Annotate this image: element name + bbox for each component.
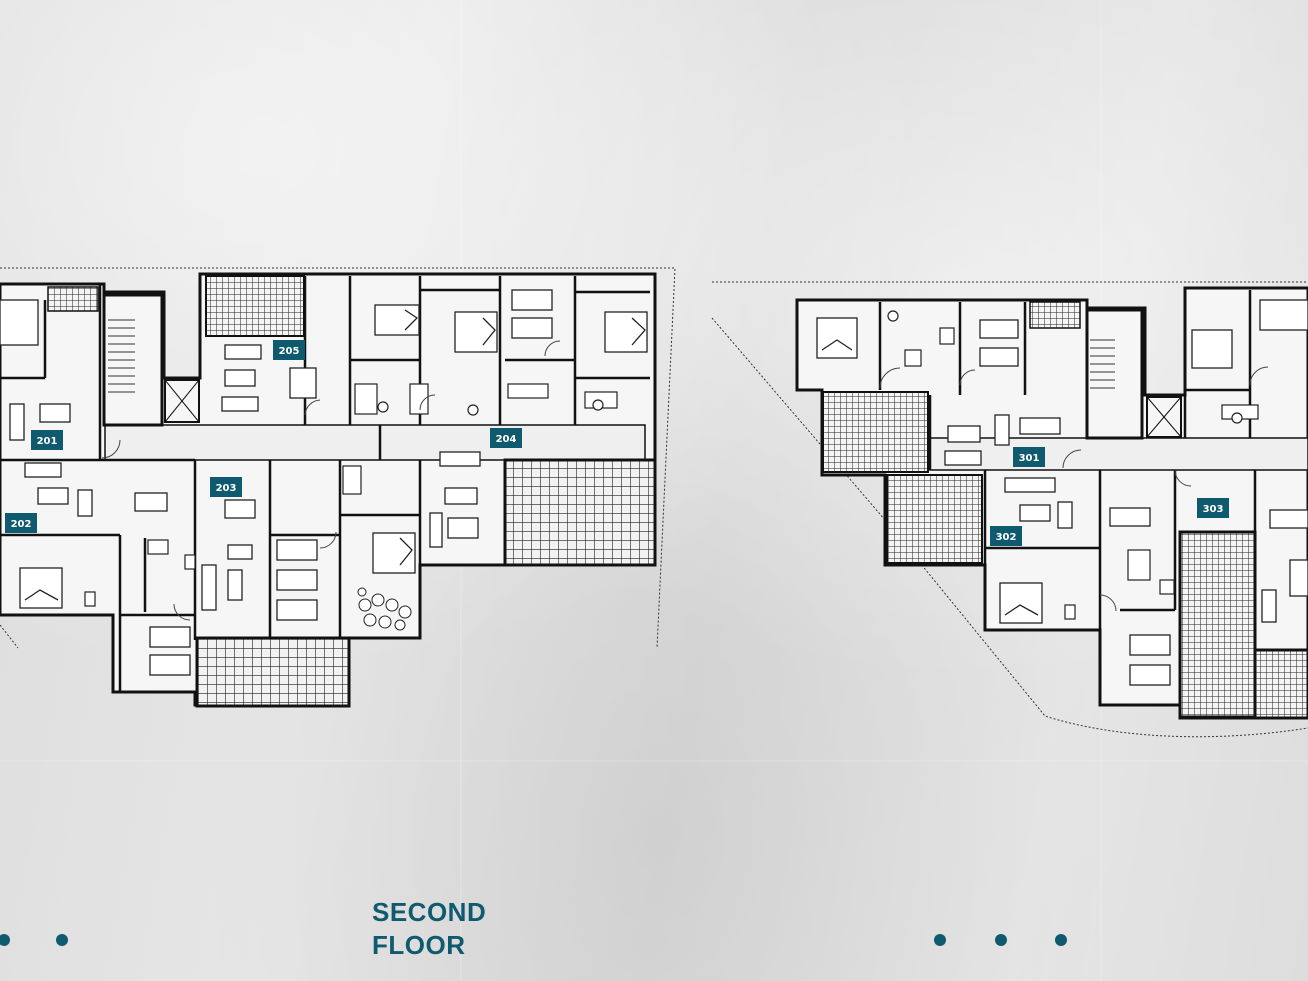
unit-tag-204: 204	[490, 428, 522, 448]
svg-text:205: 205	[279, 346, 300, 357]
unit-tag-301: 301	[1013, 447, 1045, 467]
unit-tag-202: 202	[5, 513, 37, 533]
page-dot[interactable]	[56, 934, 68, 946]
svg-text:204: 204	[496, 434, 517, 445]
unit-tag-205: 205	[273, 340, 305, 360]
svg-text:303: 303	[1203, 504, 1224, 515]
svg-text:202: 202	[11, 519, 32, 530]
floor-title-line2: FLOOR	[372, 930, 466, 960]
second-floor-plan	[0, 267, 676, 708]
page-dot[interactable]	[934, 934, 946, 946]
page-dot[interactable]	[0, 934, 10, 946]
svg-text:201: 201	[37, 436, 58, 447]
floor-title: SECOND FLOOR	[372, 896, 486, 962]
paper-crease	[0, 760, 1308, 762]
third-floor-plan	[711, 281, 1308, 738]
svg-text:203: 203	[216, 483, 237, 494]
unit-tag-302: 302	[990, 526, 1022, 546]
unit-tag-203: 203	[210, 477, 242, 497]
svg-text:302: 302	[996, 532, 1017, 543]
page-dot[interactable]	[1055, 934, 1067, 946]
svg-text:301: 301	[1019, 453, 1040, 464]
page-dot[interactable]	[995, 934, 1007, 946]
unit-tag-303: 303	[1197, 498, 1229, 518]
floor-title-line1: SECOND	[372, 897, 487, 927]
unit-tag-201: 201	[31, 430, 63, 450]
